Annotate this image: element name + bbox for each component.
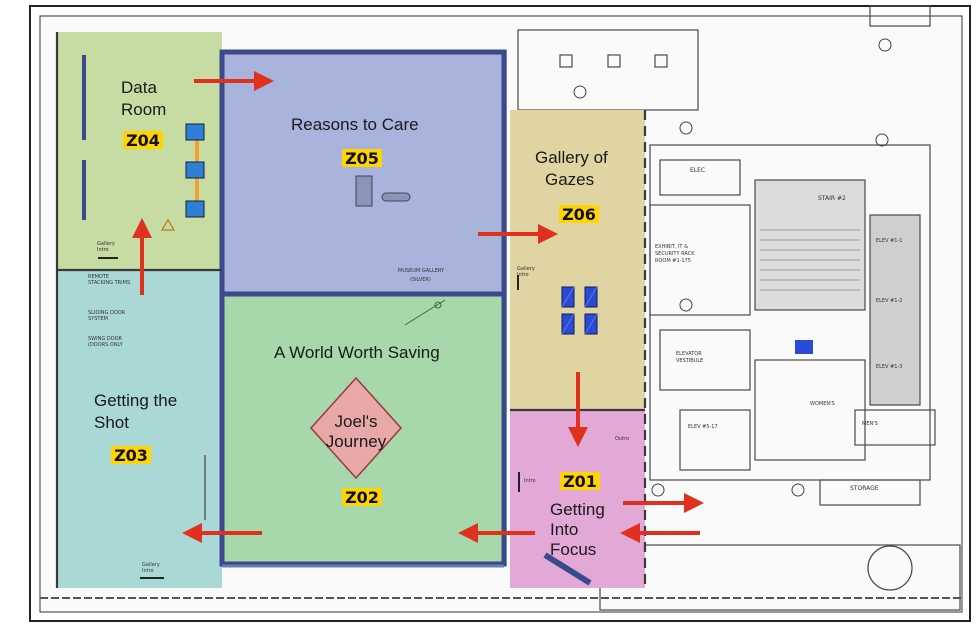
- data-room-walls: [82, 55, 86, 220]
- data-stations: [161, 123, 205, 231]
- svg-text:MEN'S: MEN'S: [862, 421, 878, 427]
- z05-code: Z05: [345, 149, 379, 168]
- svg-text:Intro: Intro: [524, 478, 536, 484]
- z02-title: A World Worth Saving: [274, 343, 440, 362]
- z01-ramp: [543, 552, 592, 586]
- zone-z06: [510, 110, 645, 410]
- elevator-marker: [795, 340, 813, 354]
- z04-code: Z04: [126, 131, 160, 150]
- z02-code: Z02: [345, 488, 379, 507]
- svg-text:STORAGE: STORAGE: [850, 485, 879, 492]
- flow-arrows: [132, 71, 704, 543]
- z05-device: [355, 175, 411, 207]
- svg-text:Outro: Outro: [615, 436, 629, 442]
- z02-diagonal: [404, 299, 446, 326]
- zone-partitions: [219, 49, 507, 567]
- z01-code: Z01: [563, 472, 597, 491]
- svg-text:MUSEUM GALLERY(SILVER): MUSEUM GALLERY(SILVER): [398, 268, 445, 283]
- zone-z05: [222, 50, 507, 294]
- svg-text:ELEC: ELEC: [690, 167, 705, 174]
- z02-node: [434, 301, 442, 309]
- gallery-window-lines: [561, 286, 598, 335]
- z05-title: Reasons to Care: [291, 115, 419, 134]
- joels-journey-diamond: [309, 376, 403, 480]
- svg-text:STAIR #2: STAIR #2: [818, 195, 846, 202]
- zone-z03: [57, 270, 222, 588]
- zone-codes: Z04 Z05 Z06 Z03 Z02 Z01: [111, 131, 600, 507]
- z03-code: Z03: [114, 446, 148, 465]
- z06-code: Z06: [562, 205, 596, 224]
- svg-text:SWING DOOR(DOORS ONLY: SWING DOOR(DOORS ONLY: [88, 336, 124, 348]
- svg-text:ELEV #5-17: ELEV #5-17: [688, 424, 718, 430]
- svg-text:ELEV #1-3: ELEV #1-3: [876, 364, 902, 370]
- service-core: [517, 5, 961, 611]
- stair-treads: [760, 229, 860, 291]
- svg-text:ELEV #1-2: ELEV #1-2: [876, 298, 902, 304]
- svg-text:WOMEN'S: WOMEN'S: [810, 401, 835, 407]
- svg-text:ELEV #1-1: ELEV #1-1: [876, 238, 902, 244]
- page-frame: [29, 5, 971, 622]
